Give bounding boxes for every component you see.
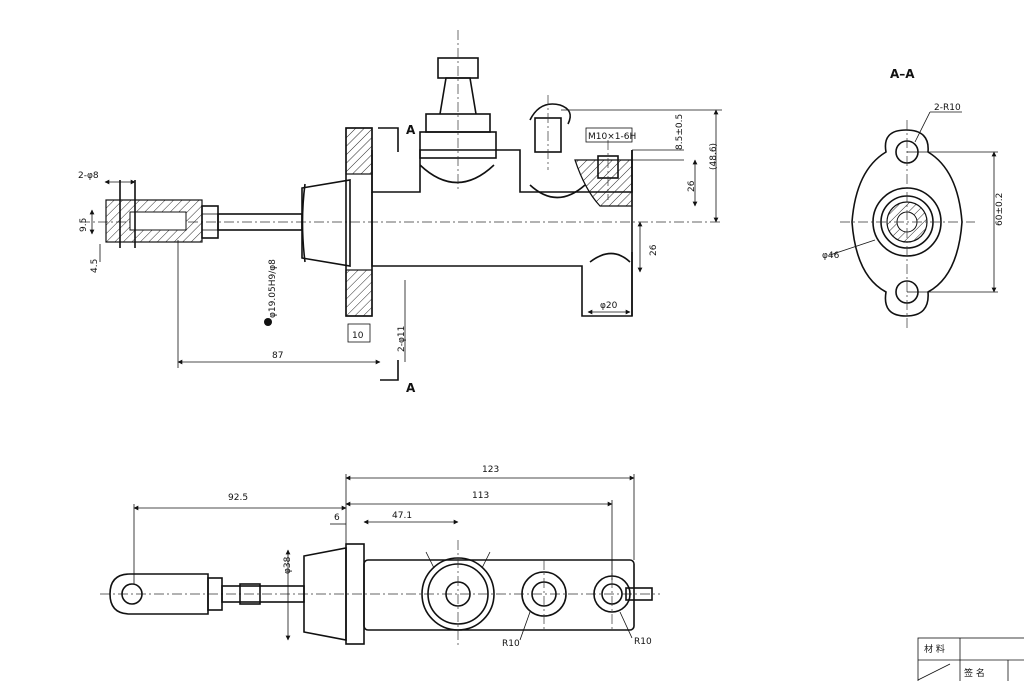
bottom-body bbox=[363, 559, 635, 631]
title-block: 材 料 签 名 bbox=[917, 637, 1024, 681]
dim-4-5: 4.5 bbox=[90, 259, 100, 273]
dim-113: 113 bbox=[472, 491, 489, 501]
dim-phi20: φ20 bbox=[600, 301, 618, 311]
dim-r10-a: R10 bbox=[502, 639, 520, 649]
dim-2-r10: 2-R10 bbox=[934, 103, 961, 113]
dim-123: 123 bbox=[482, 465, 499, 475]
dim-mount-holes: 2-φ11 bbox=[397, 326, 407, 352]
fit-symbol bbox=[264, 318, 272, 326]
dim-phi46: φ46 bbox=[822, 251, 840, 261]
dim-hole-dia: 2-φ8 bbox=[78, 171, 99, 181]
section-mark-top: A bbox=[406, 123, 416, 137]
bottom-view: 123 113 92.5 6 47.1 φ38 R10 R10 bbox=[100, 465, 660, 649]
dim-47-1: 47.1 bbox=[392, 511, 412, 521]
dim-8-5: 8.5±0.5 bbox=[675, 114, 685, 150]
dim-bore: φ19.05H9/φ8 bbox=[268, 259, 278, 318]
front-view: 2-φ8 9.5 4.5 φ19.05H9/φ8 87 10 2-φ11 M10… bbox=[78, 30, 722, 395]
material-label: 材 料 bbox=[924, 643, 945, 655]
dim-26-b: 26 bbox=[649, 244, 659, 256]
dim-60: 60±0.2 bbox=[995, 193, 1005, 226]
dim-87: 87 bbox=[272, 351, 283, 361]
section-view: A–A 2-R10 φ46 60±0.2 bbox=[822, 67, 1005, 330]
clevis-section bbox=[105, 180, 203, 248]
dim-9-5: 9.5 bbox=[79, 218, 89, 232]
dim-r10-b: R10 bbox=[634, 637, 652, 647]
sign-label: 签 名 bbox=[964, 667, 985, 679]
section-title: A–A bbox=[890, 67, 915, 81]
clevis-eye bbox=[109, 573, 209, 615]
bleed-screw bbox=[529, 95, 571, 170]
dim-thread: M10×1-6H bbox=[588, 132, 636, 142]
dim-48-6: (48.6) bbox=[709, 143, 719, 170]
dim-flange-10: 10 bbox=[352, 331, 364, 341]
dim-26-a: 26 bbox=[687, 180, 697, 192]
dim-phi38: φ38 bbox=[283, 556, 293, 574]
section-mark-bottom: A bbox=[406, 381, 416, 395]
dim-92-5: 92.5 bbox=[228, 493, 248, 503]
dim-6: 6 bbox=[334, 513, 340, 523]
dust-boot bbox=[301, 179, 351, 267]
reservoir-inlet bbox=[419, 30, 497, 190]
